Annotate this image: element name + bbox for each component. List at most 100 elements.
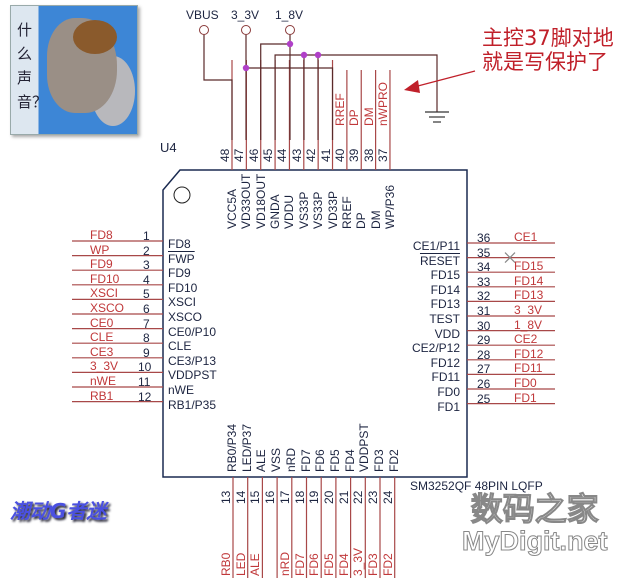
pin-name: VDD [434,326,460,341]
photo-caption: 什么声音？ [17,21,48,111]
net-label: FD10 [90,271,120,286]
pin-name: VSS [269,447,284,472]
net-label: FD12 [514,346,544,361]
pin-name: FD4 [342,449,357,472]
pin-name: nWE [168,383,195,397]
pin-name: CE3/P13 [168,353,217,368]
pin-number: 34 [477,260,491,275]
junction-dot [300,51,308,59]
pin-name: FD2 [386,449,401,472]
net-label: XSCI [90,286,119,301]
net-label: WP [90,242,110,257]
pin-name: VDDPST [357,423,372,472]
pin-name: FD1 [437,399,460,414]
net-label: CE2 [514,332,538,347]
pin-name: RREF [339,196,354,229]
chip-body [162,169,468,478]
rail-1v8-branch [260,43,290,140]
pin-name: FD15 [430,268,460,283]
pin-name: CLE [168,339,192,354]
pin-name: VD33P [325,190,340,229]
pin-name: VS33P [296,191,311,229]
pin-number: 27 [477,362,491,377]
net-label: 1_8V [514,317,543,332]
pin-name: FD10 [168,280,198,295]
pin-name: FD14 [430,282,460,297]
net-label: RB0 [219,552,233,576]
pin-number: 25 [477,391,491,406]
pin-name: FD0 [437,385,460,399]
net-label: CE0 [90,315,114,330]
pin-number: 35 [477,245,491,260]
junction-dot [314,51,322,59]
pin-number: 23 [366,490,380,504]
component-ref: U4 [160,140,177,155]
pin-name: XSCI [168,295,197,310]
pin-name: TEST [429,312,460,326]
pin-number: 16 [263,490,278,504]
net-label: RREF [332,93,347,126]
pin-number: 38 [361,148,376,162]
pin-number: 4 [143,272,150,287]
net-label: FD14 [514,273,544,288]
pin-name: RB0/P34 [225,423,239,472]
net-label: XSCO [90,301,125,315]
net-label: nRD [277,551,292,576]
net-label: FD3 [366,553,380,576]
net-label: nWE [90,374,117,388]
vbus-wire [203,35,233,140]
squirrel-meme-image: 什么声音？ [10,5,138,135]
net-label: CLE [90,330,114,345]
arrow-head-icon [404,80,420,93]
pin-number: 11 [138,375,151,389]
pin-number: 31 [477,304,491,318]
watermark-en: MyDigit.net [462,526,608,557]
pin-number: 41 [318,148,333,162]
pin-number: 2 [143,243,150,258]
rail-label-1v8: 1_8V [275,8,304,22]
pin-number: 47 [232,148,247,162]
pin-number: 40 [332,148,347,162]
pin-number: 33 [477,274,491,289]
annotation-arrow [413,70,476,88]
pin-name: XSCO [168,310,203,324]
power-port-icon [241,25,251,35]
pin-number: 15 [248,490,263,504]
pin-number: 32 [477,289,491,304]
rail-label-3v3: 3_3V [231,8,260,22]
net-label: FD7 [292,553,307,576]
net-label: FD15 [514,259,544,274]
pin-number: 14 [233,490,248,504]
pin-name: CE0/P10 [168,324,217,339]
no-connect-mark [504,252,516,264]
pin-number: 8 [143,331,150,346]
pin-name: FD3 [372,449,386,472]
part-number: SM3252QF 48PIN LQFP [410,479,543,493]
pin-number: 39 [347,148,362,162]
net-label: FD5 [321,553,336,576]
pin-name: RB1/P35 [168,397,217,412]
pin-name: ALE [254,449,269,472]
pin-number: 45 [261,148,276,162]
power-port-icon [285,25,295,35]
pin-name: VD33OUT [239,173,254,229]
pin-number: 7 [143,316,150,331]
pin-number: 28 [477,347,491,362]
pin-name: VS33P [311,191,326,229]
pin-number: 13 [219,490,233,504]
pin-number: 5 [143,287,150,302]
pin-number: 12 [138,389,152,404]
pin-name: CE2/P12 [411,341,460,356]
net-label: CE1 [514,230,538,244]
pin-number: 1 [143,229,150,243]
pin-name: FD5 [327,449,342,472]
pin-name: VDDU [282,194,297,229]
net-label: 3_3V [90,359,119,374]
pin-name: FD7 [298,449,313,472]
net-label: FD1 [514,390,537,405]
net-label: FD6 [307,553,322,576]
net-label: DP [347,109,362,126]
pin-number: 26 [477,377,491,391]
net-label: 3_3V [514,303,543,317]
